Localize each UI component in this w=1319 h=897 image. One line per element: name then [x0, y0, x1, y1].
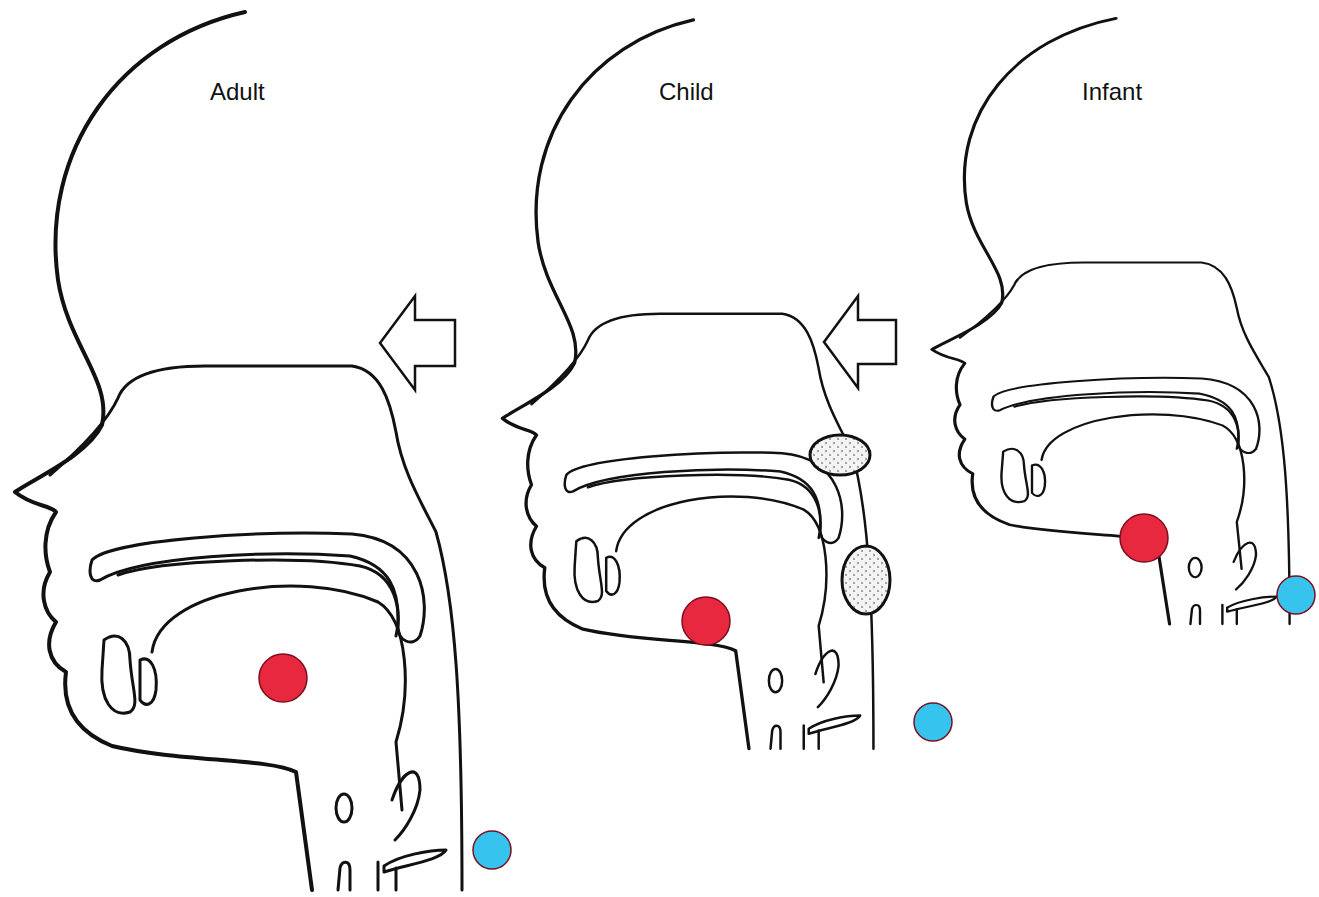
red-dot [1120, 514, 1168, 562]
blue-dot [473, 831, 511, 869]
child-head [502, 20, 873, 749]
red-dot [259, 654, 307, 702]
infant-head [932, 18, 1290, 624]
blue-dot [914, 703, 952, 741]
adenoid [810, 435, 870, 475]
age-label: Child [659, 78, 714, 107]
age-label: Adult [210, 78, 265, 107]
red-dot [682, 597, 730, 645]
growth-arrow [824, 296, 896, 388]
growth-arrow [380, 296, 455, 390]
age-label: Infant [1082, 78, 1142, 107]
tonsil [842, 546, 890, 614]
blue-dot [1277, 576, 1315, 614]
adult-head [15, 12, 462, 890]
